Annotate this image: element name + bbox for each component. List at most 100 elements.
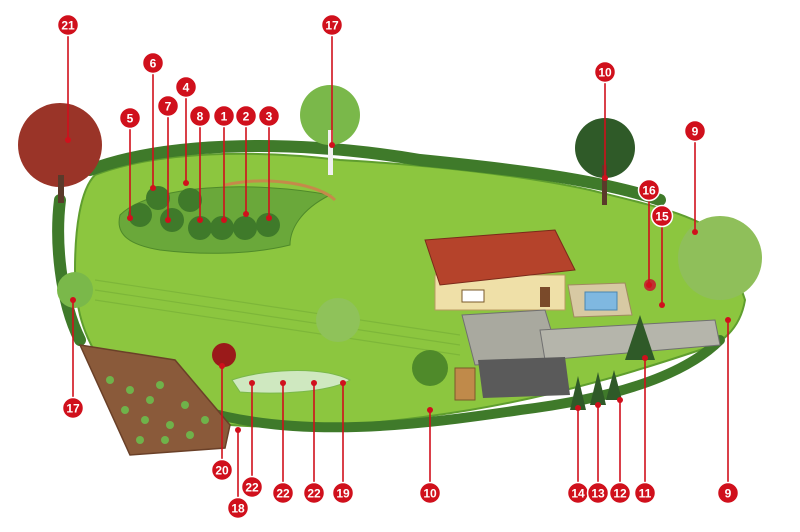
house-roof bbox=[424, 229, 576, 286]
orchard-trees bbox=[128, 186, 280, 240]
callout-anchor-dot bbox=[340, 380, 346, 386]
callout-badge bbox=[608, 481, 632, 505]
callout-number: 9 bbox=[692, 125, 699, 139]
callout-22: 22 bbox=[302, 380, 326, 505]
vegetable-plot bbox=[78, 344, 231, 456]
callout-anchor-dot bbox=[329, 142, 335, 148]
callout-number: 21 bbox=[61, 19, 75, 33]
curved-path bbox=[224, 179, 337, 202]
flower-bed bbox=[231, 370, 352, 394]
callout-22: 22 bbox=[240, 380, 264, 499]
callout-number: 16 bbox=[642, 184, 656, 198]
callout-anchor-dot bbox=[659, 302, 665, 308]
conifer-12 bbox=[606, 370, 622, 400]
pool bbox=[584, 291, 618, 311]
copper-beech-trunk bbox=[58, 175, 64, 203]
callout-anchor-dot bbox=[165, 217, 171, 223]
callout-1: 1 bbox=[212, 104, 236, 223]
callout-anchor-dot bbox=[70, 297, 76, 303]
callout-badge bbox=[210, 458, 234, 482]
callout-number: 6 bbox=[150, 57, 157, 71]
callout-badge bbox=[633, 481, 657, 505]
lawn-stripes bbox=[94, 279, 461, 356]
callout-number: 22 bbox=[245, 481, 259, 495]
pine-trunk bbox=[602, 165, 607, 205]
callout-anchor-dot bbox=[427, 407, 433, 413]
callout-anchor-dot bbox=[127, 215, 133, 221]
callout-anchor-dot bbox=[617, 397, 623, 403]
callout-8: 8 bbox=[188, 104, 212, 223]
callout-21: 21 bbox=[56, 13, 80, 143]
small-tree-front bbox=[412, 350, 448, 386]
birch-middle bbox=[316, 298, 360, 342]
callout-badge bbox=[593, 60, 617, 84]
callout-anchor-dot bbox=[280, 380, 286, 386]
birch-trunk bbox=[328, 130, 333, 175]
conifer-13 bbox=[590, 372, 606, 405]
callout-19: 19 bbox=[331, 380, 355, 505]
callout-badge bbox=[174, 75, 198, 99]
callout-badge bbox=[271, 481, 295, 505]
callout-anchor-dot bbox=[150, 185, 156, 191]
conifer-14 bbox=[570, 376, 586, 410]
callout-number: 8 bbox=[197, 110, 204, 124]
callout-anchor-dot bbox=[311, 380, 317, 386]
callout-anchor-dot bbox=[575, 405, 581, 411]
callout-anchor-dot bbox=[646, 282, 652, 288]
callout-number: 3 bbox=[266, 110, 273, 124]
callout-number: 17 bbox=[66, 402, 80, 416]
callout-15: 15 bbox=[650, 204, 674, 308]
callout-anchor-dot bbox=[243, 211, 249, 217]
callout-badge bbox=[188, 104, 212, 128]
vegetable-rows bbox=[106, 376, 209, 444]
callout-number: 12 bbox=[613, 487, 627, 501]
callout-badge bbox=[331, 481, 355, 505]
callout-number: 7 bbox=[165, 100, 172, 114]
callout-3: 3 bbox=[257, 104, 281, 221]
conifer-11 bbox=[625, 315, 655, 360]
callout-anchor-dot bbox=[692, 229, 698, 235]
callout-badge bbox=[320, 13, 344, 37]
callout-badge bbox=[226, 496, 250, 520]
callout-badge bbox=[302, 481, 326, 505]
callout-number: 11 bbox=[639, 487, 652, 501]
callout-11: 11 bbox=[633, 355, 657, 505]
callout-anchor-dot bbox=[595, 402, 601, 408]
callout-anchor-dot bbox=[197, 217, 203, 223]
callout-number: 10 bbox=[598, 66, 612, 80]
callout-2: 2 bbox=[234, 104, 258, 217]
callout-badge bbox=[156, 94, 180, 118]
callout-6: 6 bbox=[141, 51, 165, 191]
callout-number: 5 bbox=[127, 112, 134, 126]
big-tree-right bbox=[678, 216, 762, 300]
callout-badge bbox=[586, 481, 610, 505]
callout-anchor-dot bbox=[266, 215, 272, 221]
callout-7: 7 bbox=[156, 94, 180, 223]
callout-badge bbox=[212, 104, 236, 128]
shed bbox=[478, 357, 570, 398]
callout-number: 13 bbox=[591, 487, 605, 501]
callout-badge bbox=[637, 178, 661, 202]
callout-anchor-dot bbox=[183, 180, 189, 186]
red-shrub bbox=[212, 343, 236, 367]
callout-12: 12 bbox=[608, 397, 632, 505]
callout-anchor-dot bbox=[642, 355, 648, 361]
callout-14: 14 bbox=[566, 405, 590, 505]
stone-retaining-wall bbox=[539, 319, 721, 361]
callout-22: 22 bbox=[271, 380, 295, 505]
birch-crown bbox=[300, 85, 360, 145]
callout-20: 20 bbox=[210, 363, 234, 482]
callout-5: 5 bbox=[118, 106, 142, 221]
callout-badge bbox=[716, 481, 740, 505]
callout-number: 19 bbox=[336, 487, 350, 501]
callout-badge bbox=[141, 51, 165, 75]
callout-badge bbox=[240, 475, 264, 499]
callout-4: 4 bbox=[174, 75, 198, 186]
callout-badge bbox=[61, 396, 85, 420]
callout-17: 17 bbox=[320, 13, 344, 148]
callout-9: 9 bbox=[683, 119, 707, 235]
callout-number: 20 bbox=[215, 464, 229, 478]
callout-16: 16 bbox=[637, 178, 661, 288]
